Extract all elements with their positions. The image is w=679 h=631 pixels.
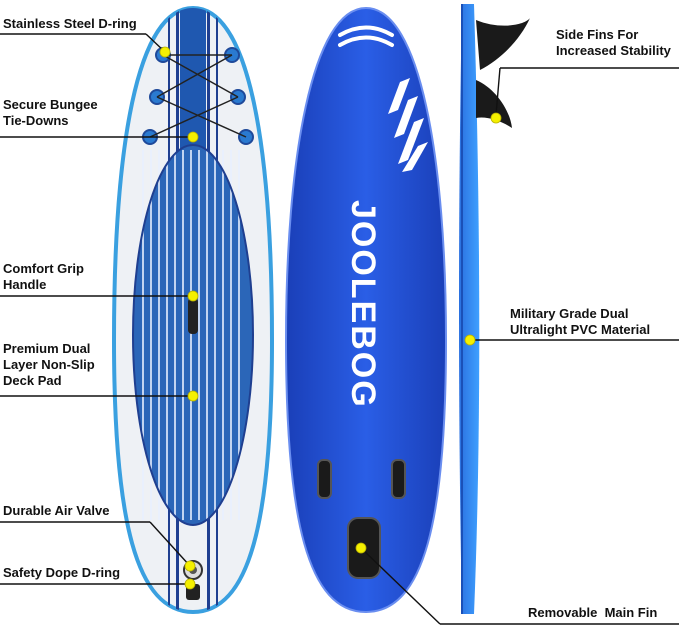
label-handle: Comfort Grip Handle [3, 261, 84, 293]
label-deck-pad-line1: Premium Dual [3, 341, 91, 356]
label-d-ring-text: Stainless Steel D-ring [3, 16, 137, 31]
deck-board [111, 5, 275, 615]
label-pvc: Military Grade Dual Ultralight PVC Mater… [510, 306, 650, 338]
label-side-fins: Side Fins For Increased Stability [556, 27, 671, 59]
label-side-fins-line2: Increased Stability [556, 43, 671, 58]
label-deck-pad: Premium Dual Layer Non-Slip Deck Pad [3, 341, 95, 389]
label-deck-pad-line3: Deck Pad [3, 373, 62, 388]
label-handle-line1: Comfort Grip [3, 261, 84, 276]
callout-markers [159, 46, 502, 590]
label-safety-ring-text: Safety Dope D-ring [3, 565, 121, 580]
label-pvc-line1: Military Grade Dual [510, 306, 629, 321]
bottom-board: JOOLEBOG [284, 6, 448, 614]
label-bungee: Secure Bungee Tie-Downs [3, 97, 98, 129]
label-side-fins-line1: Side Fins For [556, 27, 639, 42]
label-main-fin: Removable Main Fin [528, 605, 657, 621]
side-board [459, 4, 530, 614]
label-bungee-line1: Secure Bungee [3, 97, 98, 112]
brand-logo: JOOLEBOG [344, 200, 382, 409]
label-safety-ring: Safety Dope D-ring [3, 565, 120, 581]
label-air-valve: Durable Air Valve [3, 503, 109, 519]
label-handle-line2: Handle [3, 277, 47, 292]
label-bungee-line2: Tie-Downs [3, 113, 69, 128]
label-air-valve-text: Durable Air Valve [3, 503, 110, 518]
leader-lines [0, 33, 679, 625]
label-pvc-line2: Ultralight PVC Material [510, 322, 651, 337]
label-deck-pad-line2: Layer Non-Slip [3, 357, 95, 372]
label-d-ring: Stainless Steel D-ring [3, 16, 137, 32]
label-main-fin-text: Removable Main Fin [528, 605, 658, 620]
